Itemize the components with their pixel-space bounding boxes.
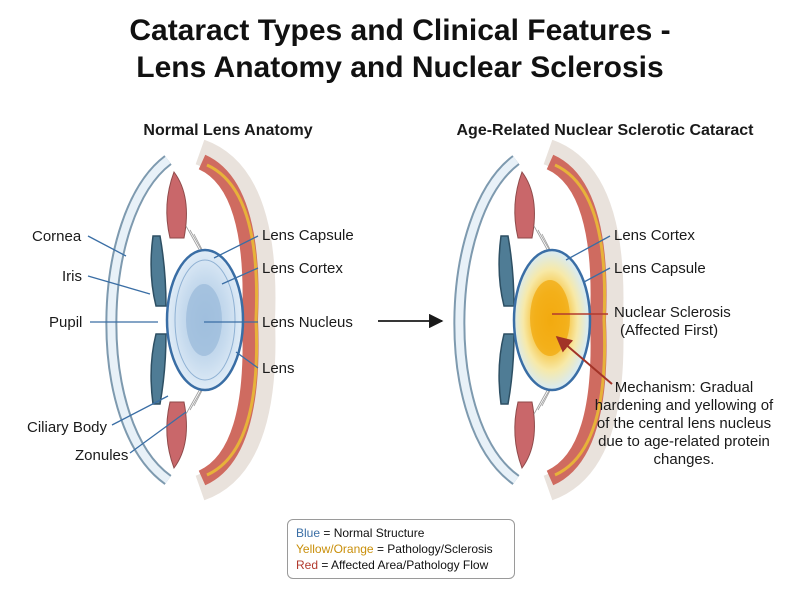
svg-text:Mechanism: Gradual: Mechanism: Gradual — [615, 379, 753, 396]
svg-text:changes.: changes. — [654, 451, 715, 468]
retina-layer — [206, 163, 259, 477]
legend-row-blue: Blue = Normal Structure — [296, 525, 506, 541]
svg-text:due to age-related protein: due to age-related protein — [598, 433, 770, 450]
retina-layer-right — [554, 163, 607, 477]
normal-lens-cortex-ring — [174, 259, 236, 381]
legend-key-blue: Blue — [296, 526, 321, 540]
label-lens-capsule: Lens Capsule — [262, 227, 354, 244]
label-pupil: Pupil — [49, 314, 82, 331]
label-right-lens-cortex: Lens Cortex — [614, 227, 695, 244]
legend-text-red: = Affected Area/Pathology Flow — [318, 558, 489, 572]
legend-key-red: Red — [296, 558, 319, 572]
sclera-layer — [195, 139, 276, 501]
sclera-layer-right — [543, 139, 624, 501]
label-iris: Iris — [62, 268, 82, 285]
svg-text:of the central lens nucleus: of the central lens nucleus — [597, 415, 771, 432]
label-lens-nucleus: Lens Nucleus — [262, 314, 353, 331]
legend-text-yellow: = Pathology/Sclerosis — [373, 542, 493, 556]
cornea-shape-right — [453, 155, 520, 485]
legend-key-yellow: Yellow/Orange — [296, 542, 374, 556]
normal-lens-nucleus — [186, 284, 222, 356]
page-title: Cataract Types and Clinical Features - L… — [0, 12, 800, 86]
label-ciliary-body: Ciliary Body — [27, 419, 108, 436]
label-right-lens-capsule: Lens Capsule — [614, 260, 706, 277]
right-labels: Lens Cortex Lens Capsule Nuclear Scleros… — [552, 227, 774, 468]
title-line-1: Cataract Types and Clinical Features - — [129, 14, 671, 47]
label-nuclear-sclerosis: Nuclear Sclerosis — [614, 304, 731, 321]
choroid-layer-right — [546, 154, 607, 486]
pathology-flow-arrow — [555, 335, 613, 385]
legend-row-yellow: Yellow/Orange = Pathology/Sclerosis — [296, 541, 506, 557]
ciliary-body-shape-right — [514, 170, 535, 239]
legend-row-red: Red = Affected Area/Pathology Flow — [296, 557, 506, 573]
label-lens: Lens — [262, 360, 295, 377]
ciliary-body-shape — [166, 170, 187, 239]
cataract-eye-illustration — [453, 139, 624, 501]
legend-text-blue: = Normal Structure — [320, 526, 425, 540]
choroid-layer — [198, 154, 259, 486]
svg-text:hardening and yellowing of: hardening and yellowing of — [595, 397, 774, 414]
label-lens-cortex: Lens Cortex — [262, 260, 343, 277]
left-panel-title: Normal Lens Anatomy — [143, 122, 312, 139]
right-panel-title: Age-Related Nuclear Sclerotic Cataract — [457, 122, 755, 139]
color-legend: Blue = Normal Structure Yellow/Orange = … — [287, 519, 515, 579]
label-cornea: Cornea — [32, 228, 82, 245]
label-affected-first: (Affected First) — [620, 322, 718, 339]
iris-shape-right — [498, 235, 515, 307]
left-labels: Cornea Iris Pupil Ciliary Body Zonules L… — [27, 227, 354, 464]
title-line-2: Lens Anatomy and Nuclear Sclerosis — [136, 51, 664, 84]
label-zonules: Zonules — [75, 447, 128, 464]
normal-eye-illustration — [105, 139, 276, 501]
mechanism-note: Mechanism: Gradual hardening and yellowi… — [595, 379, 774, 468]
sclerotic-nucleus — [530, 280, 570, 356]
iris-shape — [150, 235, 167, 307]
